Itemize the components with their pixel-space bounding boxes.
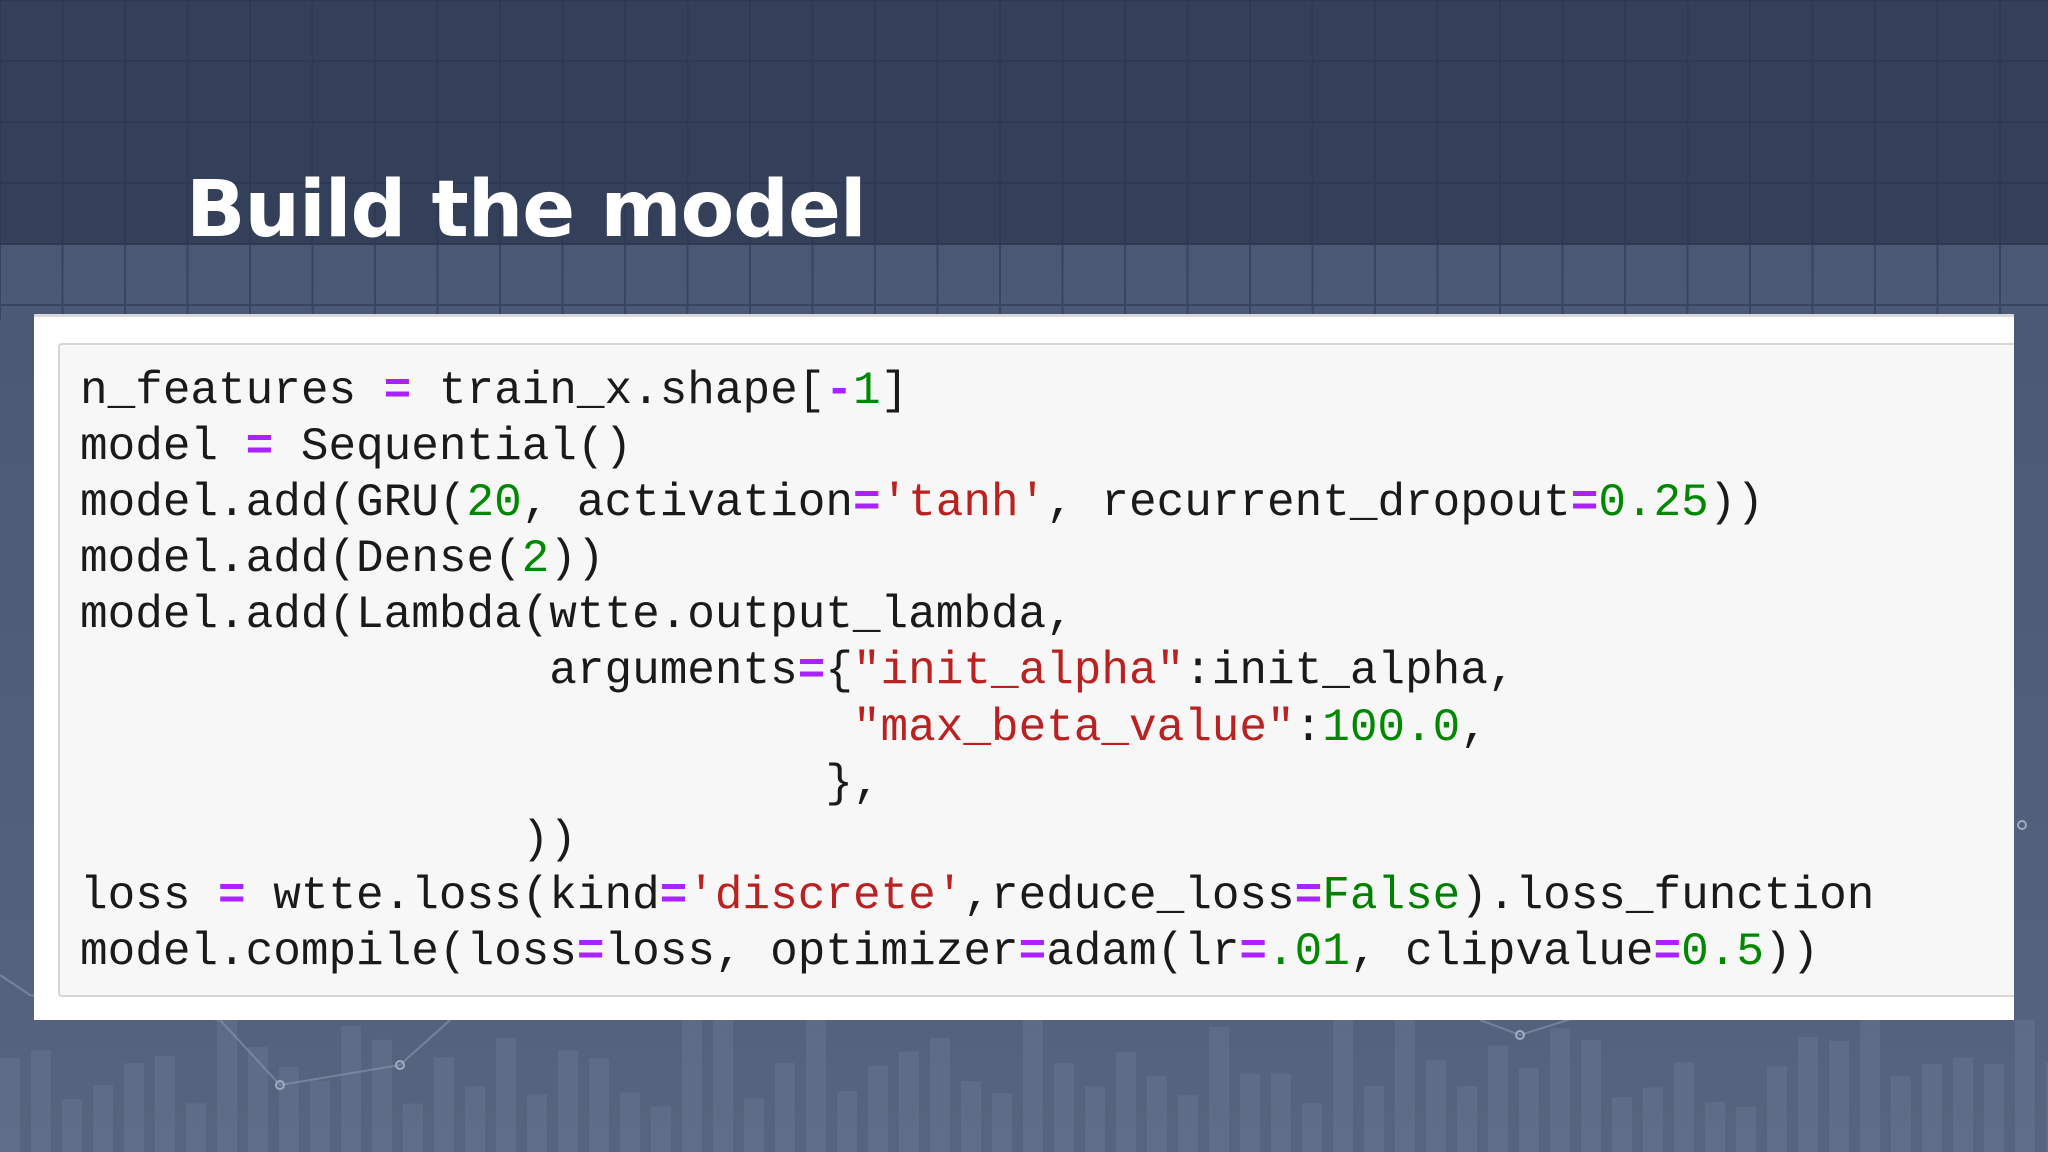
code-token: train_x.shape[ [411, 365, 826, 417]
code-token: "max_beta_value" [852, 701, 1295, 754]
code-token: )) [549, 533, 605, 586]
code-line: n_features = train_x.shape[-1] [80, 363, 1874, 419]
code-token: 'discrete' [687, 869, 964, 922]
code-token: model.add(Lambda(wtte.output_lambda, [80, 589, 1074, 642]
code-token: )) [1763, 925, 1820, 978]
code-token: = [383, 365, 412, 417]
code-token: arguments [80, 645, 798, 698]
background-line-decoration [0, 974, 451, 1087]
code-line: arguments={"init_alpha":init_alpha, [80, 643, 1874, 699]
code-token: = [1018, 925, 1047, 978]
code-token: )) [80, 813, 577, 866]
code-token: = [659, 869, 688, 922]
code-token: , activation [521, 477, 853, 530]
code-token: , clipvalue [1349, 925, 1654, 978]
code-line: model = Sequential() [80, 419, 1874, 475]
code-line: )) [80, 812, 1874, 868]
code-line: "max_beta_value":100.0, [80, 700, 1874, 756]
code-token: .01 [1267, 925, 1350, 978]
code-token: Sequential() [273, 421, 633, 474]
code-line: model.compile(loss=loss, optimizer=adam(… [80, 924, 1874, 980]
code-token: 1 [852, 365, 881, 417]
code-line: loss = wtte.loss(kind='discrete',reduce_… [80, 868, 1874, 924]
code-token: = [218, 869, 246, 922]
code-token: model.add(GRU( [80, 477, 467, 530]
code-token: adam(lr [1046, 925, 1240, 978]
code-token: False [1322, 869, 1461, 922]
code-block: n_features = train_x.shape[-1]model = Se… [80, 363, 1874, 980]
code-line: }, [80, 756, 1874, 812]
code-token: 'tanh' [880, 477, 1047, 530]
code-token: = [852, 477, 881, 530]
code-token: model.compile(loss [80, 925, 577, 978]
code-token: "init_alpha" [852, 645, 1185, 698]
code-token: 0.25 [1598, 477, 1709, 530]
code-token: : [1294, 701, 1323, 754]
code-token: ] [880, 365, 909, 417]
code-token: :init_alpha, [1184, 645, 1516, 698]
code-token: ).loss_function [1460, 869, 1875, 922]
notebook-code-cell: n_features = train_x.shape[-1]model = Se… [58, 343, 2014, 997]
code-line: model.add(Lambda(wtte.output_lambda, [80, 587, 1874, 643]
code-token: }, [80, 757, 881, 810]
code-token: 0.5 [1681, 925, 1764, 978]
code-token: = [1294, 869, 1323, 922]
code-token: loss [80, 869, 219, 922]
code-token: { [825, 645, 853, 698]
code-token [80, 702, 853, 754]
code-line: model.add(GRU(20, activation='tanh', rec… [80, 475, 1874, 531]
code-token: = [1570, 477, 1599, 530]
code-token: n_features [80, 365, 384, 417]
code-token: 20 [466, 477, 522, 530]
slide-title: Build the model [186, 165, 867, 255]
code-token: wtte.loss(kind [245, 869, 660, 922]
code-token: = [1653, 925, 1682, 978]
code-token: model [80, 421, 246, 474]
code-token: = [797, 645, 826, 698]
code-token: 100.0 [1322, 701, 1461, 754]
code-token: = [1239, 925, 1268, 978]
code-token: model.add(Dense( [80, 533, 522, 586]
code-token: )) [1708, 477, 1764, 530]
code-screenshot-frame: n_features = train_x.shape[-1]model = Se… [34, 314, 2014, 1020]
code-token: - [825, 365, 853, 417]
code-token: 2 [521, 533, 550, 586]
code-token: ,reduce_loss [963, 869, 1295, 922]
code-token: loss, optimizer [604, 925, 1019, 978]
code-line: model.add(Dense(2)) [80, 531, 1874, 587]
code-token: , [1460, 701, 1488, 754]
code-token: = [576, 925, 605, 978]
code-token: , recurrent_dropout [1046, 477, 1571, 530]
code-token: = [245, 421, 274, 474]
